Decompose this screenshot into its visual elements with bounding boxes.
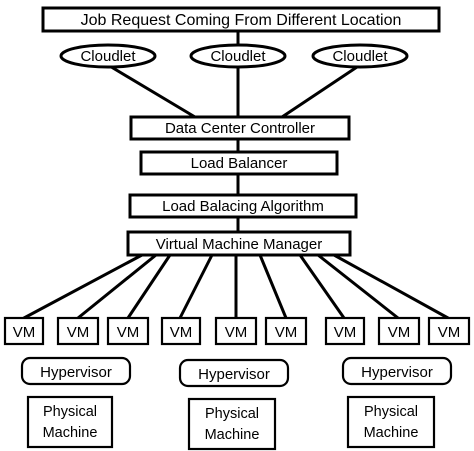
physical-machine-box: Physical Machine <box>346 395 436 449</box>
data-center-controller-label: Data Center Controller <box>165 120 315 137</box>
job-request-label: Job Request Coming From Different Locati… <box>81 12 402 29</box>
hypervisor-label: Hypervisor <box>361 364 433 381</box>
cloudlet-2: Cloudlet <box>189 43 287 69</box>
cloudlet-1-link <box>106 63 197 119</box>
host-group-2: VM VM VM Hypervisor Physical Machine <box>160 316 308 451</box>
vm-label: VM <box>170 324 193 341</box>
cloudlet-3-link <box>280 63 362 119</box>
virtual-machine-manager-box: Virtual Machine Manager <box>126 230 352 257</box>
vmm-to-vm-1 <box>22 253 144 320</box>
vm-label: VM <box>225 324 248 341</box>
hypervisor-box: Hypervisor <box>341 356 453 386</box>
host-group-1: VM VM VM Hypervisor Physical Machine <box>3 316 150 449</box>
hypervisor-label: Hypervisor <box>198 366 270 383</box>
vm-box: VM <box>160 316 202 346</box>
hypervisor-box: Hypervisor <box>20 356 132 386</box>
load-balancer-label: Load Balancer <box>191 155 288 172</box>
vmm-to-vm-7 <box>298 253 346 320</box>
cloudlet-label: Cloudlet <box>80 48 136 65</box>
load-balancer-box: Load Balancer <box>139 150 339 176</box>
vmm-to-vm-2 <box>76 253 158 320</box>
hypervisor-label: Hypervisor <box>40 364 112 381</box>
vm-label: VM <box>388 324 411 341</box>
vm-label: VM <box>13 324 36 341</box>
physical-machine-label-line1: Physical <box>43 404 97 420</box>
virtual-machine-manager-label: Virtual Machine Manager <box>156 236 322 253</box>
vm-box: VM <box>324 316 366 346</box>
vm-label: VM <box>438 324 461 341</box>
physical-machine-label-line1: Physical <box>205 406 259 422</box>
host-group-3: VM VM VM Hypervisor Physical Machine <box>324 316 471 449</box>
physical-machine-label-line2: Machine <box>205 427 260 443</box>
vm-box: VM <box>106 316 150 346</box>
vmm-to-vm-9 <box>332 253 450 320</box>
vmm-to-vm-4 <box>178 253 214 320</box>
vmm-to-vm-6 <box>258 253 288 320</box>
vm-box: VM <box>214 316 258 346</box>
cloudlet-label: Cloudlet <box>332 48 388 65</box>
vmm-to-vm-3 <box>126 253 172 320</box>
vm-label: VM <box>334 324 357 341</box>
vm-box: VM <box>427 316 471 346</box>
physical-machine-box: Physical Machine <box>26 395 114 449</box>
vm-label: VM <box>117 324 140 341</box>
job-request-box: Job Request Coming From Different Locati… <box>41 6 441 33</box>
load-balancing-algorithm-box: Load Balacing Algorithm <box>128 193 358 219</box>
data-center-controller-box: Data Center Controller <box>129 115 351 141</box>
cloudlet-3: Cloudlet <box>311 43 409 69</box>
hypervisor-box: Hypervisor <box>178 358 290 388</box>
connectors <box>22 29 450 320</box>
physical-machine-label-line2: Machine <box>43 425 98 441</box>
load-balancing-algorithm-label: Load Balacing Algorithm <box>162 198 324 215</box>
cloudlet-1: Cloudlet <box>59 43 157 69</box>
physical-machine-label-line1: Physical <box>364 404 418 420</box>
vm-label: VM <box>275 324 298 341</box>
vm-box: VM <box>377 316 421 346</box>
vm-box: VM <box>264 316 308 346</box>
physical-machine-label-line2: Machine <box>364 425 419 441</box>
vm-box: VM <box>3 316 45 346</box>
vm-label: VM <box>67 324 90 341</box>
vm-box: VM <box>56 316 100 346</box>
physical-machine-box: Physical Machine <box>187 397 277 451</box>
cloudlet-label: Cloudlet <box>210 48 266 65</box>
vmm-to-vm-8 <box>316 253 400 320</box>
